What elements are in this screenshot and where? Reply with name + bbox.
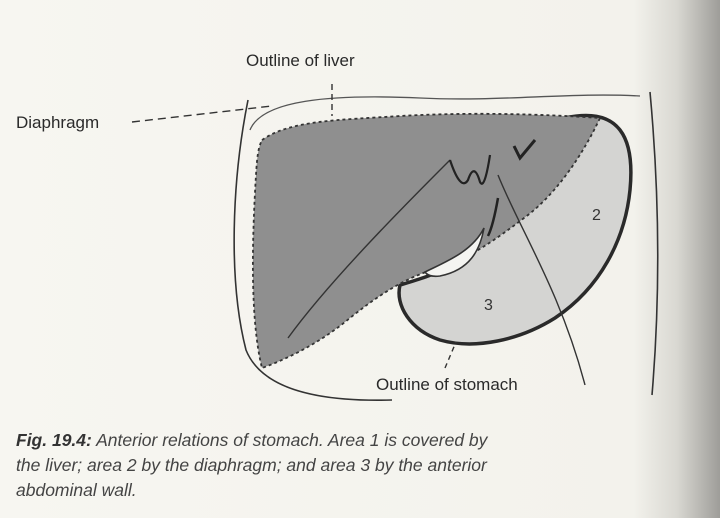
abdominal-wall-right <box>650 92 658 395</box>
figure-caption: Fig. 19.4: Anterior relations of stomach… <box>16 428 706 503</box>
label-outline-liver: Outline of liver <box>246 51 355 70</box>
figure-number: Fig. 19.4: <box>16 430 92 450</box>
caption-line-3: abdominal wall. <box>16 478 706 503</box>
label-area-3: 3 <box>484 297 493 314</box>
caption-line-2: the liver; area 2 by the diaphragm; and … <box>16 453 706 478</box>
caption-line-1: Fig. 19.4: Anterior relations of stomach… <box>16 428 706 453</box>
anatomy-diagram: Outline of liver Diaphragm Outline of st… <box>0 0 720 430</box>
label-diaphragm: Diaphragm <box>16 113 99 132</box>
diaphragm-leader-line <box>132 106 272 122</box>
label-outline-stomach: Outline of stomach <box>376 375 518 394</box>
stomach-leader-line <box>445 342 456 368</box>
caption-text-1: Anterior relations of stomach. Area 1 is… <box>96 430 487 450</box>
label-area-2: 2 <box>592 207 601 224</box>
